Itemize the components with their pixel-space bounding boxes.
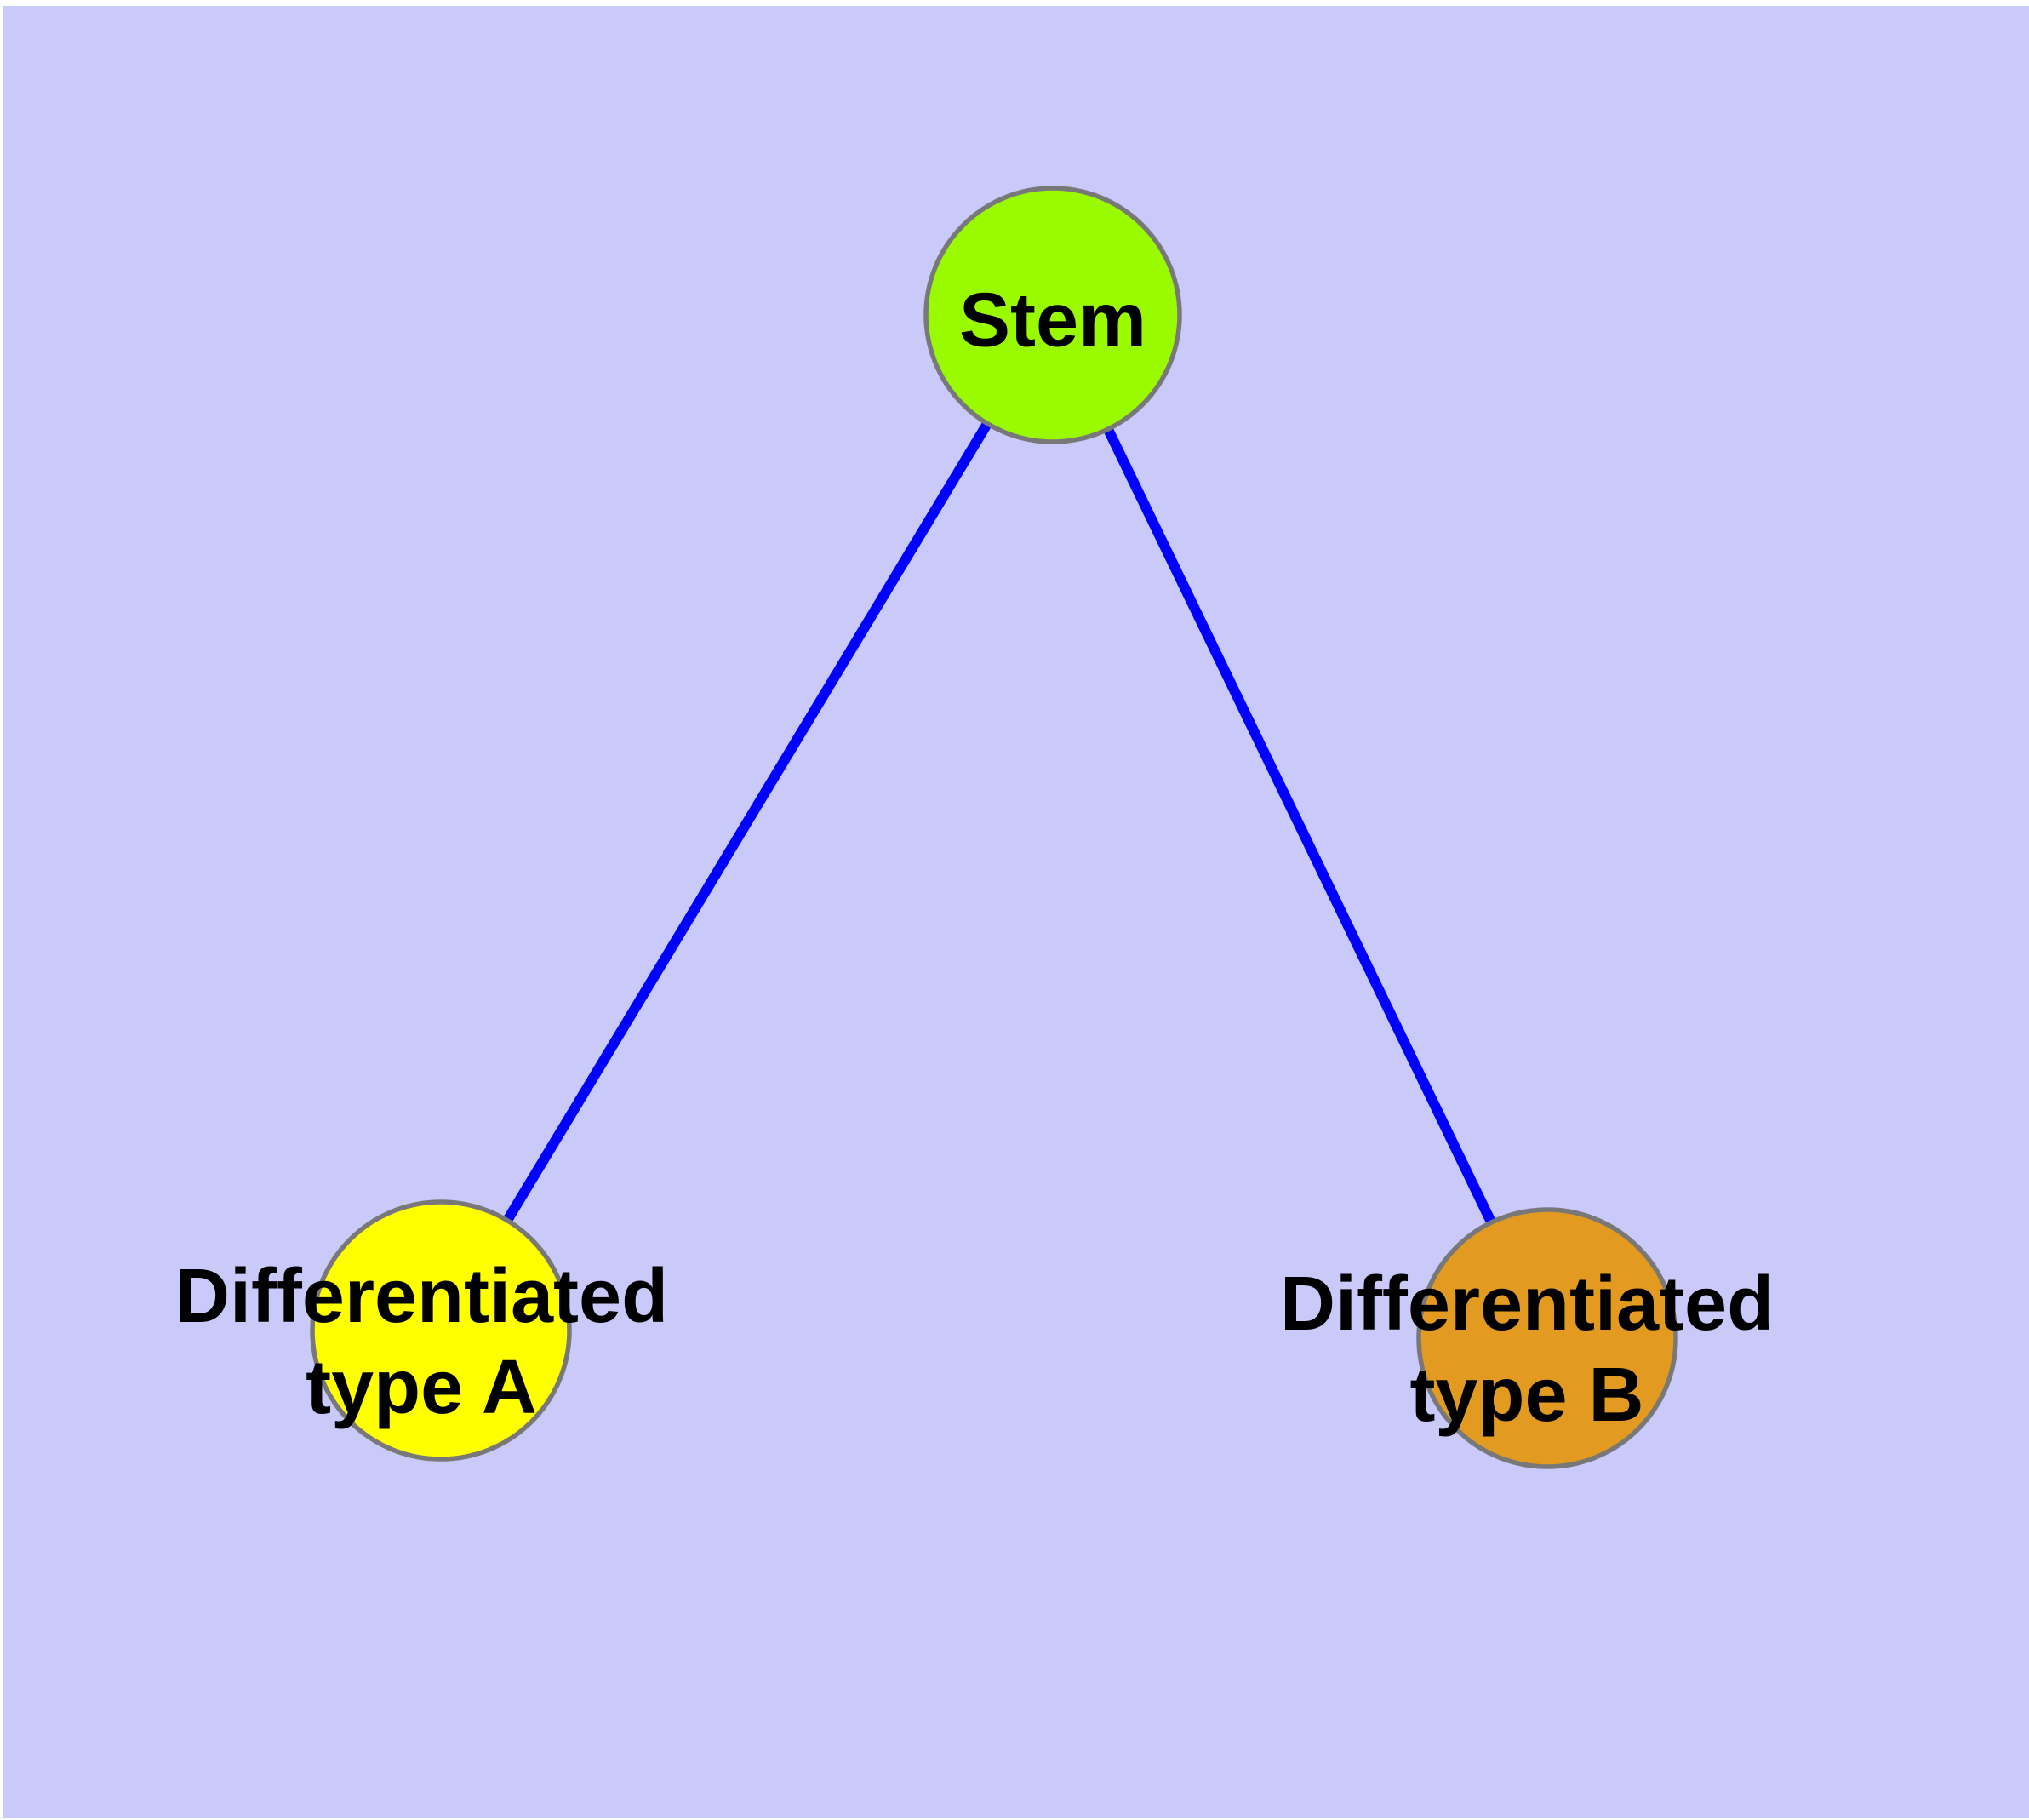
diff-a-node — [310, 1199, 572, 1462]
type-a-label-line2: type A — [306, 1345, 537, 1430]
stem-label-text: Stem — [958, 278, 1147, 363]
stem-label: Stem — [959, 276, 1146, 367]
type-b-label: Differentiated type B — [1280, 1259, 1774, 1441]
edge-stem-to-diff-a — [436, 312, 1058, 1334]
type-a-label: Differentiated type A — [174, 1251, 668, 1434]
type-a-label-line1: Differentiated — [174, 1254, 669, 1339]
diff-b-node — [1416, 1207, 1678, 1469]
edge-stem-to-diff-b — [1048, 312, 1552, 1341]
type-b-label-line1: Differentiated — [1279, 1262, 1775, 1347]
type-b-label-line2: type B — [1409, 1353, 1644, 1438]
stem-node — [923, 186, 1182, 444]
